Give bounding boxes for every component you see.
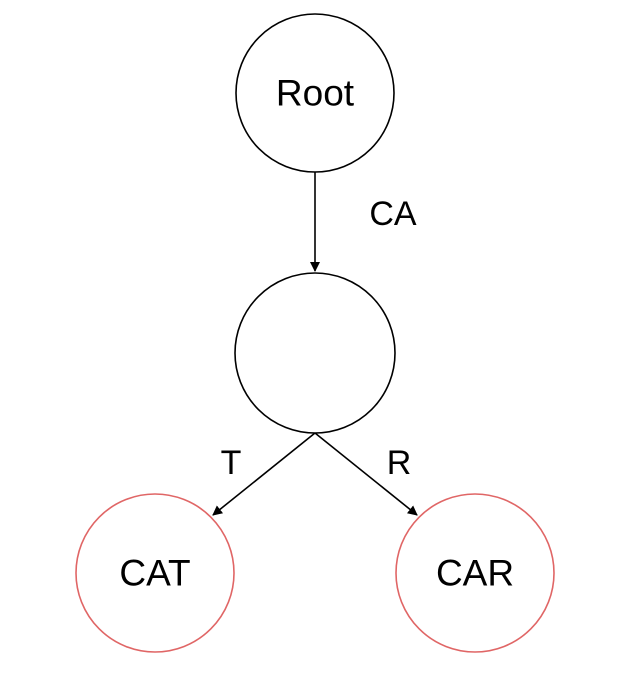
- edge-label-t: T: [221, 444, 242, 482]
- node-car: [395, 493, 555, 653]
- node-root: [235, 13, 395, 173]
- node-ca: [234, 272, 396, 434]
- node-cat-label: CAT: [119, 553, 190, 594]
- edge-label-ca: CA: [369, 195, 417, 233]
- edge-ca-to-cat: [212, 432, 316, 516]
- node-car-label: CAR: [436, 553, 514, 594]
- edge-ca-to-car: [314, 432, 418, 516]
- edge-label-r: R: [387, 444, 412, 482]
- node-root-label: Root: [276, 73, 355, 114]
- node-cat: [75, 493, 235, 653]
